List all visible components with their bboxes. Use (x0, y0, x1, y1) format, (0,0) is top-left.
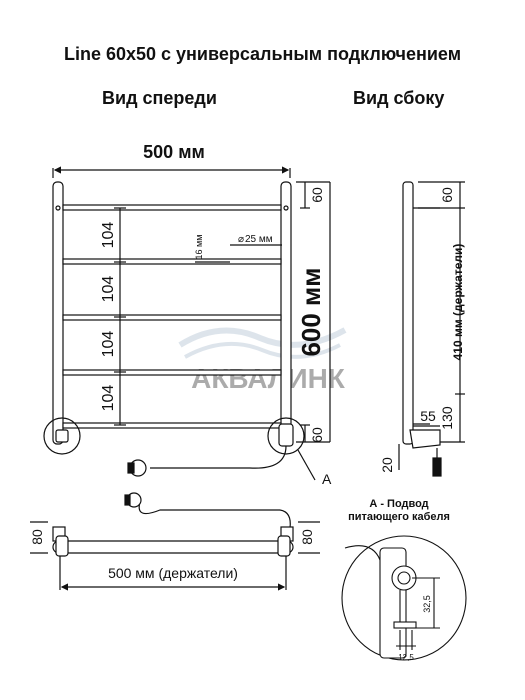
front-view (43, 166, 331, 481)
front-width-label: 500 мм (143, 142, 205, 162)
side-top-offset: 60 (439, 187, 455, 203)
callout-height: 32,5 (422, 595, 432, 613)
spacing-4: 104 (100, 385, 117, 412)
front-view-label: Вид спереди (102, 88, 217, 108)
diameter-icon: ⌀ (238, 234, 244, 245)
bottom-width-label: 500 мм (держатели) (108, 565, 238, 581)
callout-caption-1: А - Подвод (369, 498, 428, 510)
side-low: 20 (379, 457, 395, 473)
front-bottom-offset: 60 (309, 427, 325, 443)
bottom-view (30, 492, 320, 591)
side-bottom-offset: 130 (439, 406, 455, 430)
side-depth: 55 (420, 408, 436, 424)
spacing-2: 104 (100, 276, 117, 303)
page-title: Line 60x50 с универсальным подключением (63, 44, 462, 64)
callout-detail (341, 535, 467, 661)
watermark-text: АКВАЛИНК (191, 363, 346, 394)
callout-caption-2: питающего кабеля (348, 511, 450, 523)
front-height-label: 600 мм (296, 267, 326, 356)
spacing-3: 104 (100, 331, 117, 358)
watermark-logo: АКВАЛИНК (178, 327, 347, 394)
callout-marker: A (322, 471, 332, 487)
tube-small-label: 16 мм (194, 235, 204, 260)
tube-large-label: 25 мм (245, 234, 273, 245)
bottom-right-depth: 80 (299, 529, 315, 545)
side-holders-label: 410 мм (держатели) (451, 244, 465, 361)
side-view-label: Вид сбоку (353, 88, 445, 108)
front-spacing-labels: 104 104 104 104 (100, 222, 117, 412)
spacing-1: 104 (100, 222, 117, 249)
front-top-offset: 60 (309, 187, 325, 203)
bottom-left-depth: 80 (29, 529, 45, 545)
side-view (398, 181, 465, 477)
callout-width: 12,5 (398, 653, 414, 662)
